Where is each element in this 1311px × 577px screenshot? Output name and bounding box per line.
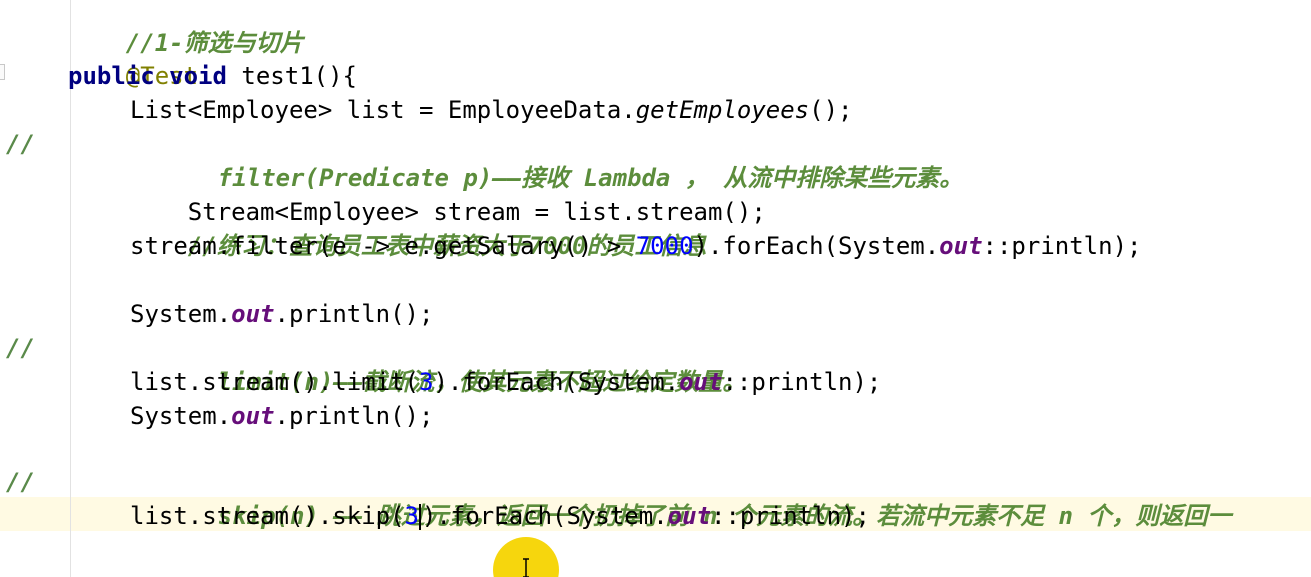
code-segment: ).forEach(System. xyxy=(433,368,680,396)
code-segment: .println(); xyxy=(274,300,434,328)
code-line-annotation: @Test xyxy=(68,25,198,90)
current-line-highlight xyxy=(0,497,1311,531)
line-comment-marker: // xyxy=(6,468,35,496)
code-line-stream-declaration: Stream<Employee> stream = list.stream(); xyxy=(130,161,766,226)
code-line-filter-call: stream.filter(e -> e.getSalary() > 7000)… xyxy=(130,229,1141,263)
code-line-println: System.out.println(); xyxy=(130,399,433,433)
code-segment: ::println); xyxy=(722,368,882,396)
code-segment: ::println); xyxy=(982,232,1142,260)
ibeam-cursor-icon xyxy=(523,558,529,577)
fold-marker-icon[interactable] xyxy=(0,64,5,80)
comment-text: skip(n) —— 跳过元素，返回一个扔掉了前 n 个元素的流。若流中元素不足… xyxy=(217,502,1232,530)
code-segment: ::println); xyxy=(711,502,870,530)
annotation-text: @Test xyxy=(125,62,199,90)
code-segment: (); xyxy=(809,96,853,124)
code-line-println: System.out.println(); xyxy=(130,297,433,331)
number-literal: 3 xyxy=(418,368,434,396)
static-field-out: out xyxy=(939,232,983,260)
code-segment: list.stream().limit( xyxy=(130,368,419,396)
line-comment-marker: // xyxy=(6,130,35,158)
code-segment: System. xyxy=(130,300,232,328)
code-segment: ).forEach(System. xyxy=(422,502,668,530)
code-line-comment-header: //1-筛选与切片 xyxy=(68,0,304,57)
keyword-public: public xyxy=(68,62,155,90)
static-field-out: out xyxy=(231,300,275,328)
comment-text: //练习：查询员工表中薪资大于7000的员工信息 xyxy=(187,232,707,260)
code-line-filter-comment: filter(Predicate p)——接收 Lambda ， 从流中排除某些… xyxy=(160,127,963,192)
code-line-skip-comment: skip(n) —— 跳过元素，返回一个扔掉了前 n 个元素的流。若流中元素不足… xyxy=(160,465,1232,530)
code-segment: ).forEach(System. xyxy=(693,232,940,260)
number-literal: 7000 xyxy=(635,232,694,260)
comment-text: //1-筛选与切片 xyxy=(125,29,304,57)
gutter-divider xyxy=(70,0,71,577)
comment-text: limit(n)——截断流，使其元素不超过给定数量。 xyxy=(217,368,747,396)
static-field-out: out xyxy=(667,502,711,530)
code-line-limit-comment: limit(n)——截断流，使其元素不超过给定数量。 xyxy=(160,331,747,396)
static-method-call: getEmployees xyxy=(635,96,810,124)
code-segment: list.stream().skip( xyxy=(130,502,405,530)
code-line-limit-call: list.stream().limit(3).forEach(System.ou… xyxy=(130,365,881,399)
code-segment: System. xyxy=(130,402,232,430)
number-literal: 3 xyxy=(404,502,419,530)
text-caret xyxy=(419,504,421,530)
static-field-out: out xyxy=(679,368,723,396)
static-field-out: out xyxy=(231,402,275,430)
code-segment: .println(); xyxy=(274,402,434,430)
code-line-method-signature: public void test1(){ xyxy=(68,59,357,93)
code-line-exercise-comment: //练习：查询员工表中薪资大于7000的员工信息 xyxy=(130,195,707,260)
code-line-skip-call[interactable]: list.stream().skip(3).forEach(System.out… xyxy=(130,499,870,533)
code-line-list-declaration: List<Employee> list = EmployeeData.getEm… xyxy=(130,93,852,127)
code-segment: Stream<Employee> stream = list.stream(); xyxy=(187,198,766,226)
comment-text: filter(Predicate p)——接收 Lambda ， 从流中排除某些… xyxy=(217,164,964,192)
code-segment: stream.filter(e -> e.getSalary() > xyxy=(130,232,636,260)
code-segment: List<Employee> list = EmployeeData. xyxy=(130,96,636,124)
method-name: test1(){ xyxy=(241,62,357,90)
line-comment-marker: // xyxy=(6,334,35,362)
keyword-void: void xyxy=(169,62,227,90)
